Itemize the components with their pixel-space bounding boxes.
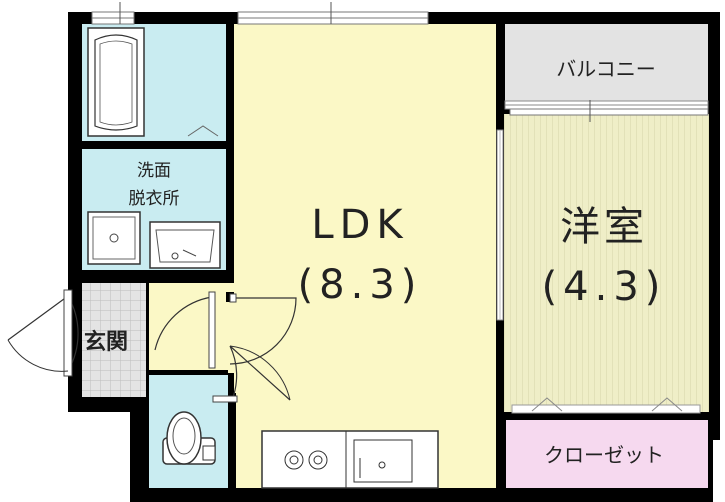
balcony-label: バルコニー <box>556 57 656 81</box>
closet-doors <box>511 404 701 414</box>
wall-toilet-top <box>148 370 228 375</box>
closet-floor <box>506 420 708 488</box>
balcony-floor <box>505 24 708 104</box>
stove-burner-left <box>284 450 304 470</box>
balcony-door <box>509 108 709 116</box>
toilet-door <box>229 345 291 401</box>
wall-washroom-hall <box>80 270 234 283</box>
washroom-label-line2: 脱衣所 <box>129 189 180 209</box>
kitchen-sink <box>353 439 413 483</box>
washer-pan <box>87 211 141 265</box>
entrance-floor <box>82 283 146 397</box>
ldk-floor <box>234 24 496 488</box>
wall-bath-washroom <box>80 141 228 149</box>
hall-floor <box>148 283 234 373</box>
ldk-size: (8.3) <box>298 262 423 308</box>
vanity-sink <box>149 221 221 269</box>
western-floor <box>504 114 709 413</box>
bath-door-mark <box>187 125 219 137</box>
washroom-label-line1: 洗面 <box>137 161 171 181</box>
wall-entrance-right <box>146 283 149 488</box>
western-size: (4.3) <box>542 264 667 310</box>
closet-label: クローゼット <box>544 443 664 467</box>
ldk-name: LDK <box>311 202 408 248</box>
ldk-door <box>229 297 297 365</box>
western-name: 洋室 <box>560 204 648 250</box>
wall-left-ldk <box>226 24 234 282</box>
wall-toilet-ldk <box>228 393 236 488</box>
stove-burner-right <box>308 450 328 470</box>
entrance-label: 玄関 <box>84 329 128 355</box>
toilet-bowl <box>166 411 202 465</box>
